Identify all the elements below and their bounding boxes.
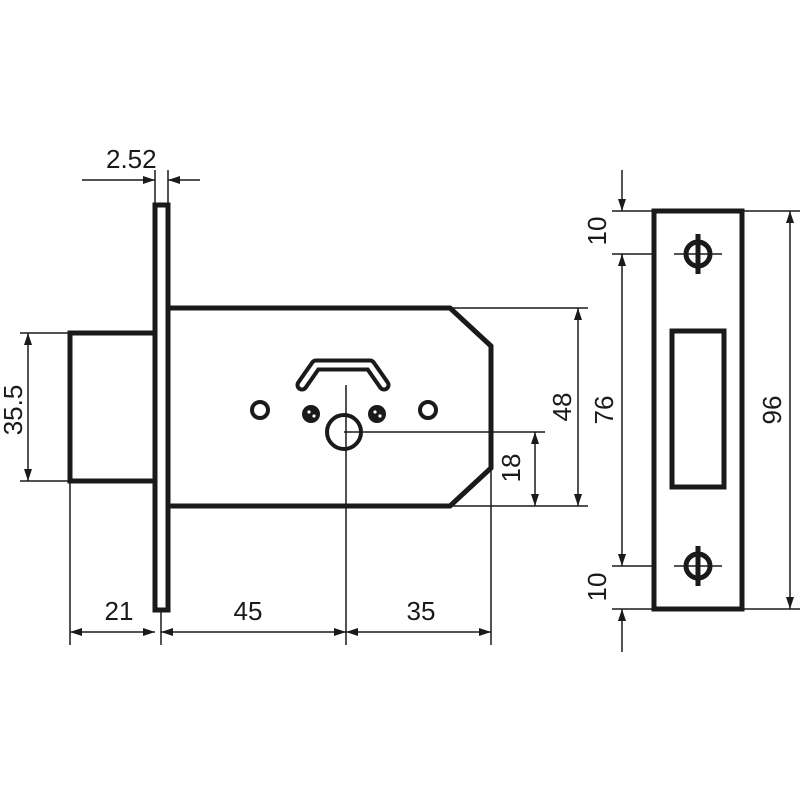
- mount-hole-left: [250, 400, 270, 420]
- deadbolt: [67, 330, 159, 484]
- dim-body-height: 48: [547, 393, 577, 422]
- lock-case: [170, 305, 494, 509]
- dim-keyhole-offset: 18: [496, 454, 526, 483]
- dim-backset-front: 21: [105, 596, 134, 626]
- dim-center-to-back: 35: [407, 596, 436, 626]
- dim-bolt-height: 35.5: [0, 385, 28, 436]
- dim-strike-hole-spacing: 76: [589, 396, 619, 425]
- mount-hole-right: [418, 400, 438, 420]
- dim-strike-bottom-offset: 10: [582, 573, 612, 602]
- faceplate: [152, 202, 171, 613]
- screw-hole-bottom-icon: [674, 546, 722, 586]
- lock-body: [67, 202, 494, 613]
- dim-strike-top-offset: 10: [582, 217, 612, 246]
- dim-to-center: 45: [234, 596, 263, 626]
- rivet-right-icon: [368, 405, 386, 423]
- strike-plate-outline: [651, 208, 745, 612]
- strike-plate: [651, 208, 745, 612]
- dim-strike-length: 96: [757, 396, 787, 425]
- strike-dimension-lines: [612, 170, 800, 652]
- lock-dimension-lines: [20, 170, 588, 645]
- screw-hole-top-icon: [674, 234, 722, 274]
- rivet-left-icon: [302, 405, 320, 423]
- strike-bolt-opening: [669, 328, 727, 490]
- dim-faceplate-thickness: 2.52: [106, 144, 157, 174]
